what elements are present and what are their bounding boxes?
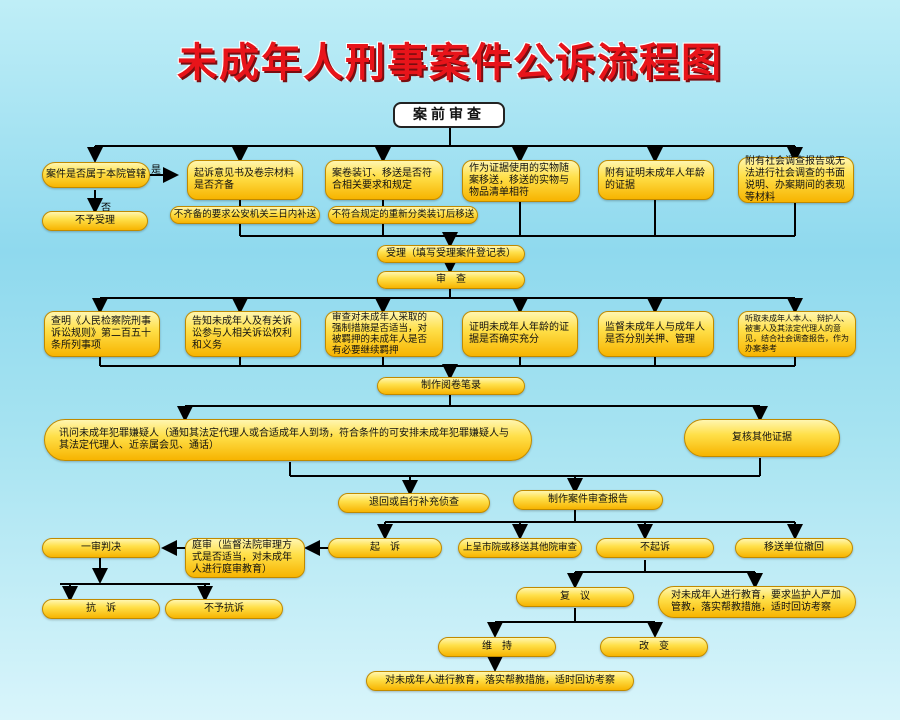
return-supplement-node: 退回或自行补充侦查 (338, 493, 490, 513)
no-protest-node: 不予抗诉 (165, 599, 283, 619)
reconsider-node: 复 议 (516, 587, 634, 607)
trial-node: 庭审（监督法院审理方式是否适当，对未成年人进行庭审教育） (185, 538, 305, 578)
report-upper-node: 上呈市院或移送其他院审查 (458, 538, 582, 558)
make-record-node: 制作阅卷笔录 (377, 377, 525, 395)
social-survey-node: 附有社会调查报告或无法进行社会调查的书面说明、办案期间的表现等材料 (738, 156, 854, 203)
rebind-node: 不符合规定的重新分类装订后移送 (328, 206, 478, 224)
interrogate-node: 讯问未成年犯罪嫌疑人（通知其法定代理人或合适成年人到场，符合条件的可安排未成年犯… (44, 419, 532, 461)
age-evidence-node: 证明未成年人年龄的证据是否确实充分 (462, 311, 578, 357)
pre-review-node: 案前审查 (393, 102, 505, 128)
separate-custody-node: 监督未成年人与成年人是否分别关押、管理 (598, 311, 714, 357)
incomplete-docs-node: 不齐备的要求公安机关三日内补送 (170, 206, 320, 224)
no-accept-node: 不予受理 (42, 211, 148, 231)
coercive-measures-node: 审查对未成年人采取的强制措施是否适当，对被羁押的未成年人是否有必要继续羁押 (325, 311, 443, 357)
prosecute-node: 起 诉 (328, 538, 442, 558)
jurisdiction-node: 案件是否属于本院管辖 (42, 162, 150, 188)
review-node: 审 查 (377, 271, 525, 289)
yes-label: 是 (151, 165, 161, 176)
accept-node: 受理（填写受理案件登记表） (377, 245, 525, 263)
education-after-no-prosecute-node: 对未成年人进行教育，要求监护人严加管教，落实帮教措施，适时回访考察 (658, 586, 856, 618)
indictment-docs-node: 起诉意见书及卷宗材料是否齐备 (187, 160, 303, 200)
inform-rights-node: 告知未成年人及有关诉讼参与人相关诉讼权利和义务 (185, 311, 301, 357)
check-rules-node: 查明《人民检察院刑事诉讼规则》第二百五十条所列事项 (44, 311, 160, 357)
hear-opinions-node: 听取未成年人本人、辩护人、被害人及其法定代理人的意见，结合社会调查报告，作为办案… (738, 311, 856, 357)
maintain-node: 维 持 (438, 637, 556, 657)
volume-binding-node: 案卷装订、移送是否符合相关要求和规定 (325, 160, 443, 200)
transfer-withdraw-node: 移送单位撤回 (735, 538, 853, 558)
change-node: 改 变 (600, 637, 708, 657)
first-judgment-node: 一审判决 (42, 538, 160, 558)
physical-evidence-node: 作为证据使用的实物随案移送，移送的实物与物品清单相符 (462, 160, 580, 202)
recheck-evidence-node: 复核其他证据 (684, 419, 840, 457)
no-label: 否 (101, 203, 111, 214)
final-education-node: 对未成年人进行教育，落实帮教措施，适时回访考察 (366, 671, 634, 691)
review-report-node: 制作案件审查报告 (513, 490, 663, 510)
page-title: 未成年人刑事案件公诉流程图 (177, 40, 723, 86)
protest-node: 抗 诉 (42, 599, 160, 619)
age-proof-node: 附有证明未成年人年龄的证据 (598, 160, 714, 200)
no-prosecute-node: 不起诉 (596, 538, 714, 558)
